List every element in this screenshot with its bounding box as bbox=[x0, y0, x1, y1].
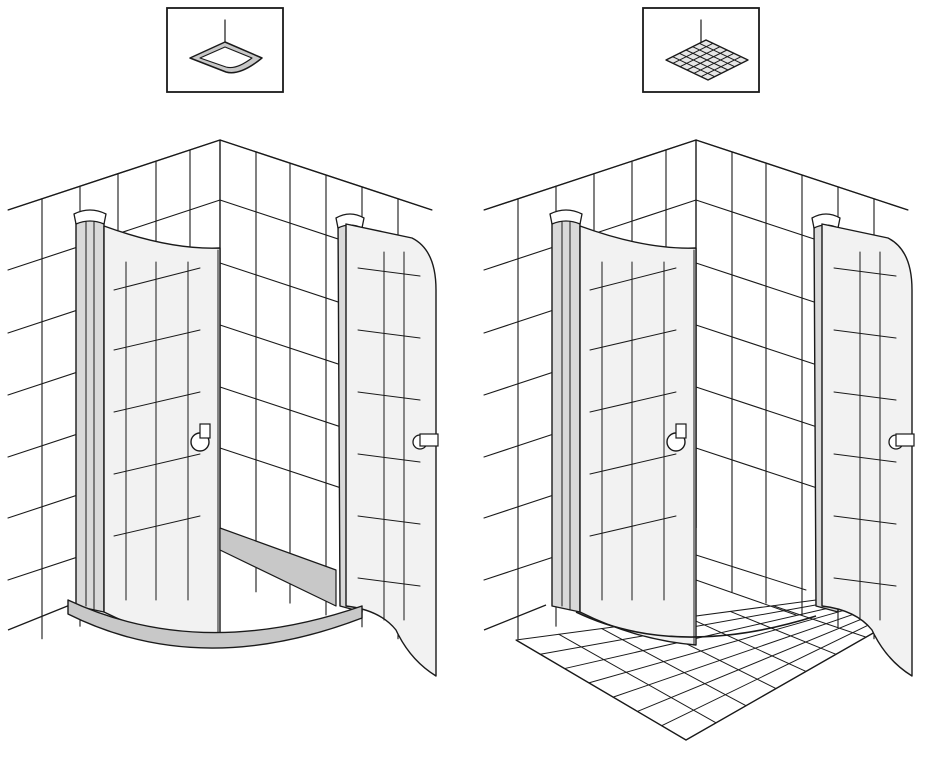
outer-door-handle-stem bbox=[419, 433, 439, 447]
shower-tray-illustration bbox=[7, 7, 439, 677]
enclosure-scene bbox=[7, 139, 439, 677]
floor-tile-line-b-7 bbox=[685, 619, 897, 741]
shower-tray-icon bbox=[166, 7, 284, 93]
floor-tile-line-a-5 bbox=[729, 610, 837, 655]
left-wall-grout-h-0 bbox=[7, 139, 221, 211]
inner-glass-reflection-h-2 bbox=[113, 391, 201, 413]
inner-glass-reflection-h-0 bbox=[589, 267, 677, 291]
inner-door-handle-stem bbox=[675, 423, 687, 439]
inner-glass-reflection-h-3 bbox=[589, 453, 677, 475]
outer-glass-reflection-h-1 bbox=[833, 329, 897, 339]
floor-tile-line-b-3 bbox=[588, 608, 851, 684]
left-wall-floor-edge bbox=[7, 604, 71, 631]
left-post bbox=[551, 213, 581, 613]
enclosure-scene bbox=[483, 139, 915, 741]
outer-door-handle-stem bbox=[895, 433, 915, 447]
inner-glass-reflection-h-3 bbox=[113, 453, 201, 475]
shower-tray-back-edge bbox=[219, 527, 337, 607]
outer-glass-reflection-h-2 bbox=[833, 391, 897, 401]
left-wall-grout-h-0 bbox=[483, 139, 697, 211]
outer-glass-reflection-h-3 bbox=[833, 453, 897, 463]
floor-tile-line-a-4 bbox=[686, 616, 807, 672]
floor-tile-line-a-2 bbox=[601, 628, 747, 707]
icon-tray-inner bbox=[199, 46, 253, 69]
inner-glass-reflection-h-0 bbox=[113, 267, 201, 291]
inner-glass-reflection-h-4 bbox=[113, 515, 201, 537]
outer-glass-reflection-h-0 bbox=[833, 267, 897, 277]
inner-glass-reflection-h-4 bbox=[589, 515, 677, 537]
floor-tile-line-a-0 bbox=[515, 639, 687, 741]
inner-door-handle-stem bbox=[199, 423, 211, 439]
tiled-floor-illustration bbox=[483, 7, 915, 741]
icon-floor-grid-b-5 bbox=[700, 56, 742, 78]
left-post-cap bbox=[73, 209, 107, 225]
floor-tile-line-b-6 bbox=[661, 616, 886, 727]
inside-tile-line-1 bbox=[695, 579, 797, 616]
outer-glass-reflection-h-1 bbox=[357, 329, 421, 339]
left-wall-floor-edge bbox=[483, 604, 547, 631]
outer-door-glass bbox=[821, 223, 913, 677]
panel-shower-tray bbox=[7, 7, 439, 677]
outer-glass-reflection-h-5 bbox=[357, 577, 421, 587]
inside-tile-line-0 bbox=[695, 554, 807, 591]
tiled-floor-icon bbox=[642, 7, 760, 93]
outer-glass-reflection-h-3 bbox=[357, 453, 421, 463]
shower-tray-rim bbox=[67, 599, 363, 649]
inner-glass-reflection-h-2 bbox=[589, 391, 677, 413]
inner-glass-reflection-h-1 bbox=[589, 329, 677, 351]
panel-tiled-floor bbox=[476, 0, 952, 761]
outer-glass-reflection-h-5 bbox=[833, 577, 897, 587]
outer-glass-reflection-h-4 bbox=[357, 515, 421, 525]
inner-glass-reflection-h-1 bbox=[113, 329, 201, 351]
floor-outline bbox=[515, 599, 897, 741]
left-post bbox=[75, 213, 105, 613]
outer-glass-reflection-h-4 bbox=[833, 515, 897, 525]
floor-tile-line-a-1 bbox=[558, 633, 717, 724]
floor-tile-line-b-4 bbox=[612, 610, 863, 698]
door-threshold-curve bbox=[575, 611, 817, 638]
left-post-cap bbox=[549, 209, 583, 225]
outer-glass-reflection-h-0 bbox=[357, 267, 421, 277]
floor-tile-line-a-6 bbox=[772, 605, 867, 638]
outer-glass-reflection-h-2 bbox=[357, 391, 421, 401]
floor-tile-line-b-5 bbox=[636, 613, 874, 712]
